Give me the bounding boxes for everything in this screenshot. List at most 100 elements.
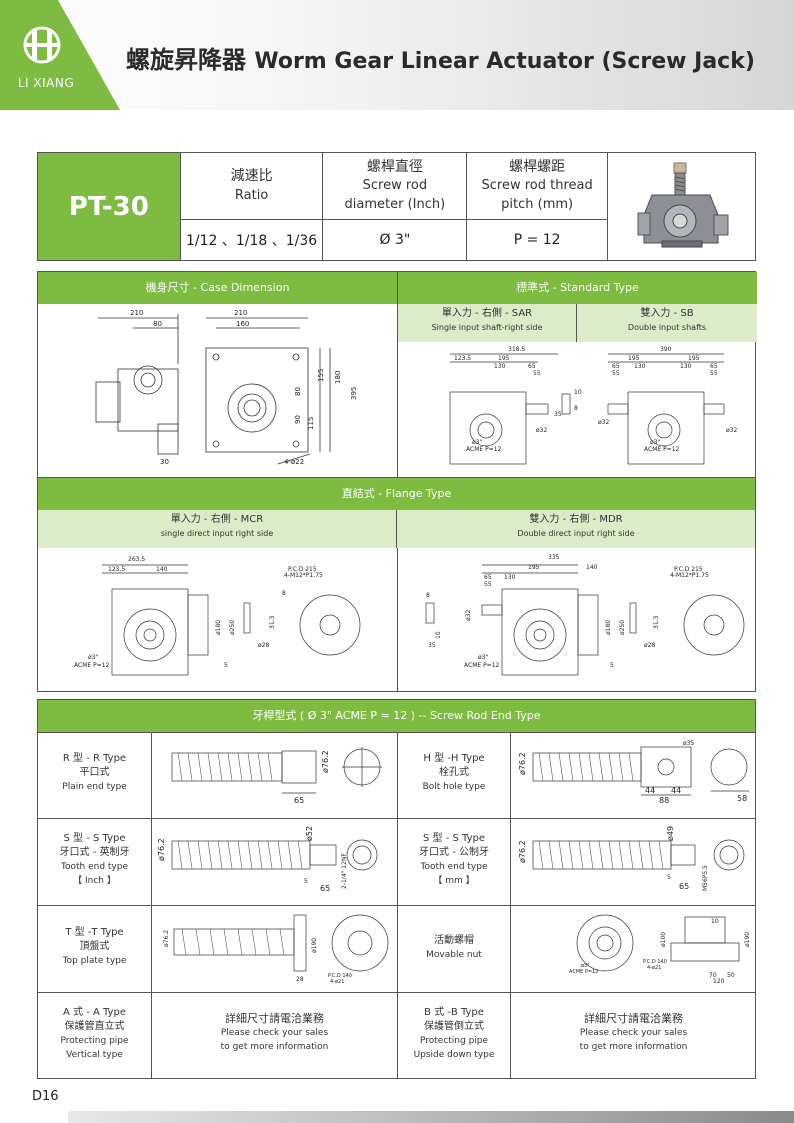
title-zh: 螺旋昇降器: [126, 46, 246, 74]
b-type-l1: B 式 -B Type: [424, 1007, 484, 1018]
page-title: 螺旋昇降器 Worm Gear Linear Actuator (Screw J…: [126, 40, 755, 75]
r-type-l1: R 型 - R Type: [62, 753, 127, 764]
r-dim-len: 65: [294, 796, 304, 805]
sar-header: 單入力 - 右側 - SAR Single input shaft-right …: [398, 304, 577, 342]
pitch-header-en1: Screw rod thread: [481, 178, 593, 194]
s-mm-l3: Tooth end type: [420, 862, 488, 872]
s-inch-dim-len: 65: [320, 884, 330, 893]
spec-table: PT-30 減速比 Ratio 螺桿直徑 Screw rod diameter …: [37, 152, 756, 262]
sar-dim-d: 130: [494, 363, 506, 370]
h-dim-hole: ø35: [683, 740, 694, 747]
sb-dim-g: 65: [710, 363, 718, 370]
a-note-3: to get more information: [220, 1042, 329, 1052]
b-type-l3: Protecting pipe: [419, 1036, 489, 1046]
a-type-note: 詳細尺寸請電洽業務 Please check your sales to get…: [152, 1012, 397, 1054]
mdr-header: 雙入力 - 右側 - MDR Double direct input right…: [397, 510, 755, 548]
sb-dim-f: 130: [680, 363, 692, 370]
mdr-d8: 8: [426, 592, 430, 599]
movable-nut-label: 活動螺帽 Movable nut: [398, 934, 510, 962]
mcr-l: ACME P=12: [74, 662, 110, 669]
mdr-l: ACME P=12: [464, 662, 500, 669]
s-inch-l1: S 型 - S Type: [63, 833, 126, 844]
sar-dim-k: ø3": [472, 439, 482, 446]
mdr-bolts: 4-M12*P1.75: [670, 572, 709, 579]
b-type-l4: Upside down type: [413, 1050, 495, 1060]
a-type-l1: A 式 - A Type: [63, 1007, 126, 1018]
pitch-header: 螺桿螺距 Screw rod thread pitch (mm): [466, 152, 609, 220]
b-type-l2: 保護管倒立式: [424, 1021, 484, 1032]
mv-h: 10: [711, 918, 719, 925]
mv-l: ACME P=12: [569, 969, 598, 975]
mcr-pcd: P.C.D 215: [288, 566, 317, 573]
dim-160: 160: [236, 320, 249, 328]
h-dim-e: 58: [737, 794, 747, 803]
sb-dim-c: 195: [688, 355, 700, 362]
a-note-2: Please check your sales: [220, 1028, 329, 1038]
mv-k: ø3": [581, 963, 590, 969]
case-standard-section: 機身尺寸 - Case Dimension: [37, 271, 757, 482]
a-note-1: 詳細尺寸請電洽業務: [225, 1012, 324, 1025]
s-inch-l2: 牙口式 - 英制牙: [59, 847, 130, 858]
mcr-dim-a: 263.5: [128, 556, 145, 563]
sb-dim-i: 55: [710, 370, 718, 377]
t-type-l1: T 型 -T Type: [65, 927, 124, 938]
right-end-drawings: ø76.2 ø35 44 44 88 58 ø76.2 ø49 M56P5.5 …: [518, 740, 751, 985]
s-inch-dim-s: 5: [304, 878, 308, 885]
sb-header-en: Double input shafts: [627, 323, 707, 332]
case-dimension-panel: 機身尺寸 - Case Dimension: [38, 272, 397, 482]
mcr-header-zh: 單入力 - 右側 - MCR: [170, 514, 264, 525]
screw-end-section: 牙桿型式 ( Ø 3" ACME P = 12 ) -- Screw Rod E…: [37, 699, 756, 1079]
movable-l2: Movable nut: [426, 950, 482, 960]
s-mm-dim-s: 5: [667, 874, 671, 881]
sar-dim-i: 35: [554, 411, 562, 418]
mdr-d5: 5: [610, 662, 614, 669]
h-type-l1: H 型 -H Type: [423, 753, 485, 764]
h-type-label: H 型 -H Type 栓孔式 Bolt hole type: [398, 752, 510, 794]
mcr-header: 單入力 - 右側 - MCR single direct input right…: [38, 510, 397, 548]
sb-dim-l: ø3": [650, 439, 660, 446]
s-mm-dim-d: ø76.2: [518, 840, 527, 863]
s-inch-dim-t: 2-1/4" 12NF: [341, 853, 348, 889]
standard-type-panel: 標準式 - Standard Type 單入力 - 右側 - SAR Singl…: [398, 272, 757, 482]
pitch-header-en2: pitch (mm): [501, 196, 574, 212]
sb-dim-h: 55: [612, 370, 620, 377]
diameter-header-en1: Screw rod: [362, 178, 428, 194]
s-inch-label: S 型 - S Type 牙口式 - 英制牙 Tooth end type 【 …: [38, 832, 151, 888]
s-mm-l4: 【 mm 】: [433, 876, 475, 886]
pitch-value: P = 12: [466, 218, 609, 262]
title-en: Worm Gear Linear Actuator (Screw Jack): [254, 49, 755, 74]
mcr-d28: ø28: [258, 642, 269, 649]
mdr-dim-e: 130: [504, 574, 516, 581]
sar-dim-c: 195: [498, 355, 510, 362]
ratio-header-zh: 減速比: [230, 168, 273, 185]
a-type-label: A 式 - A Type 保護管直立式 Protecting pipe Vert…: [38, 1006, 151, 1062]
mv-bolts: 4-ø21: [647, 965, 661, 971]
mdr-d10: 10: [435, 631, 442, 639]
sb-dim-k: ø32: [726, 427, 737, 434]
mv-d100: ø100: [660, 932, 667, 947]
dim-180: 180: [334, 371, 342, 384]
movable-l1: 活動螺帽: [434, 935, 474, 946]
dim-holes: 4-ø22: [284, 458, 304, 466]
mdr-header-en: Double direct input right side: [517, 529, 635, 538]
mdr-d35: 35: [428, 642, 436, 649]
sar-dim-e: 65: [528, 363, 536, 370]
mdr-dim-c: 140: [586, 564, 598, 571]
mcr-header-en: single direct input right side: [160, 529, 274, 538]
mcr-d5: 5: [224, 662, 228, 669]
t-pcd: P.C.D 140: [328, 973, 352, 979]
dim-115: 115: [307, 417, 315, 430]
t-type-label: T 型 -T Type 頂盤式 Top plate type: [38, 926, 151, 968]
standard-type-subheaders: 單入力 - 右側 - SAR Single input shaft-right …: [398, 304, 757, 342]
s-inch-dim-d2: ø52: [305, 826, 314, 841]
r-type-l3: Plain end type: [62, 782, 127, 792]
mcr-k: ø3": [88, 654, 98, 661]
diameter-value: Ø 3": [322, 218, 468, 262]
s-mm-dim-len: 65: [679, 882, 689, 891]
dim-210b: 210: [234, 309, 247, 317]
h-type-l2: 栓孔式: [439, 767, 469, 778]
sb-header: 雙入力 - SB Double input shafts: [577, 304, 757, 342]
sar-dim-a: 318.5: [508, 346, 525, 353]
footer-bar: [68, 1111, 794, 1123]
sar-dim-j: ø32: [536, 427, 547, 434]
